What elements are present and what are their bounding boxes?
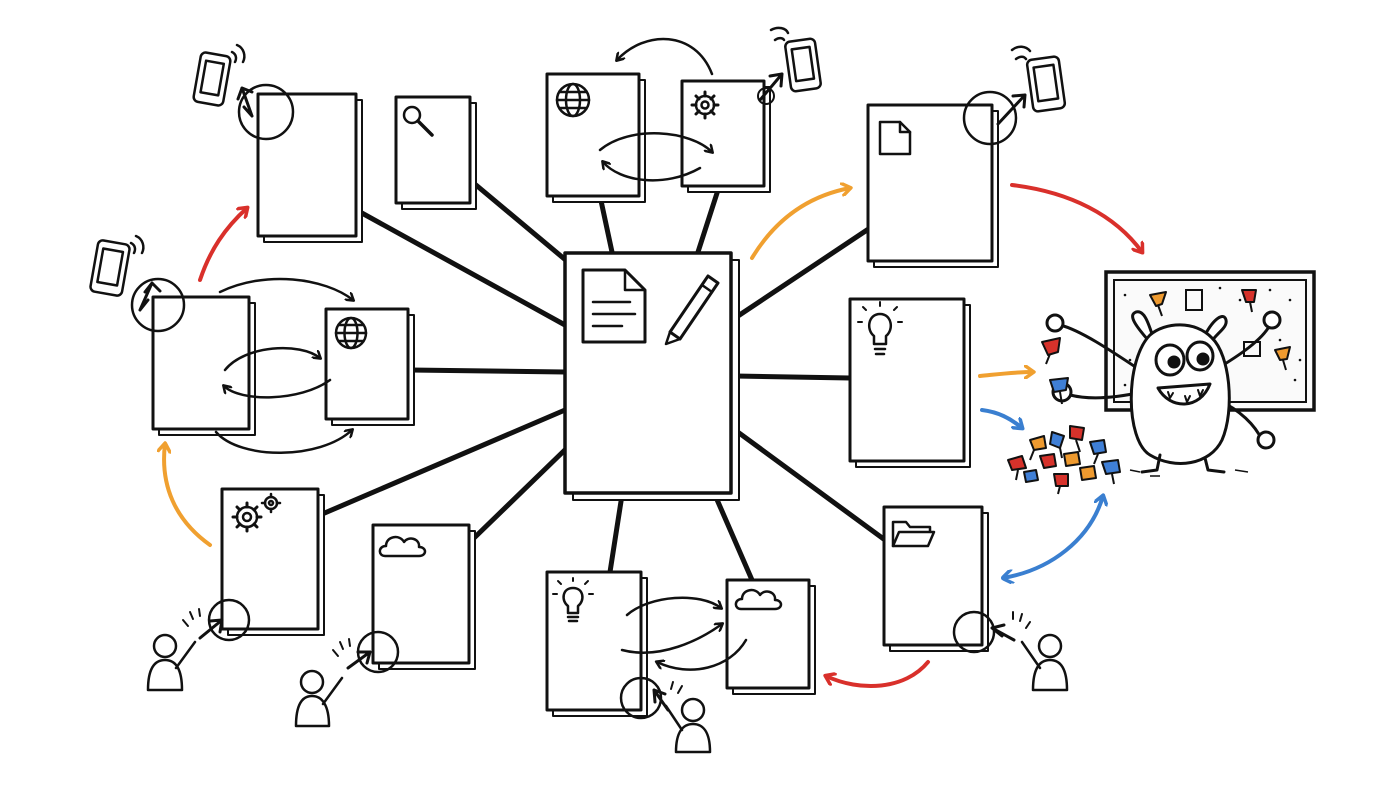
hub-link (712, 492, 755, 583)
orange-arrow (978, 372, 1033, 376)
pages (151, 72, 999, 717)
orange-arrow (164, 444, 212, 547)
page-globe-left[interactable] (324, 307, 415, 426)
sync-arrow (625, 596, 721, 617)
hub-link (357, 209, 568, 328)
pushpin-icon (1241, 289, 1257, 313)
red-arrow (198, 208, 247, 282)
hub-link (597, 193, 615, 255)
folder-icon (891, 520, 936, 548)
phone-icon[interactable] (962, 45, 1067, 146)
cloud-icon (734, 588, 783, 611)
page-file-right[interactable] (866, 103, 999, 268)
magnifier-icon (402, 105, 434, 137)
hub-link (607, 492, 625, 575)
hub-links (317, 177, 888, 583)
page-globe-top[interactable] (545, 72, 646, 203)
page-cloud-bottom-2[interactable] (725, 578, 816, 695)
page-cloud-bottom[interactable] (371, 523, 476, 670)
gears-icon (231, 492, 282, 533)
page-gears-bottom-left[interactable] (220, 487, 325, 636)
sync-arrow (224, 378, 332, 399)
page-bulb-bottom[interactable] (545, 570, 648, 717)
file-icon (878, 120, 912, 156)
hub-link (732, 373, 853, 381)
page-gear-top[interactable] (680, 79, 771, 193)
gear-icon (690, 90, 720, 120)
users (146, 598, 1069, 754)
blue-arrow (980, 408, 1022, 428)
phone-icon[interactable] (192, 43, 295, 141)
orange-arrow (750, 188, 850, 260)
page-search[interactable] (394, 95, 477, 210)
hub-link (732, 427, 888, 543)
pushpin-icon (1149, 291, 1167, 317)
globe-icon (334, 316, 368, 350)
hub-link (317, 407, 568, 518)
page-folder-bottom-right[interactable] (882, 505, 989, 652)
pen-icon (664, 274, 720, 346)
devices (89, 26, 1067, 333)
flow-arrows (164, 183, 1142, 688)
sync-arrow (617, 37, 714, 76)
hub-link (732, 225, 873, 321)
sync-arrow (603, 162, 702, 182)
sync-arrows (214, 37, 748, 671)
user-icon (146, 598, 251, 692)
cloud-icon (378, 535, 427, 558)
globe-icon (555, 82, 591, 118)
sync-arrow (223, 346, 320, 372)
sync-arrow (598, 132, 712, 152)
lightbulb-icon (552, 577, 594, 623)
user-icon (952, 610, 1069, 692)
red-arrow (1010, 183, 1142, 252)
hub-link (407, 367, 568, 375)
page-left-mid[interactable] (151, 295, 256, 436)
sync-arrow (657, 638, 748, 671)
pushpins (1007, 289, 1291, 495)
blue-arrow (1003, 496, 1103, 578)
phone-icon[interactable] (757, 26, 822, 105)
sync-arrow (620, 624, 722, 654)
page-bulb-right[interactable] (848, 297, 971, 468)
sync-arrow (218, 277, 353, 300)
phone-icon[interactable] (89, 234, 186, 333)
pushpin-icon (1049, 377, 1069, 405)
hub-link (467, 177, 583, 275)
pushpin-icon (1041, 337, 1061, 365)
user-icon (294, 630, 400, 728)
page-top-left[interactable] (256, 92, 363, 243)
sync-arrow (214, 430, 352, 454)
hub-link (469, 442, 573, 543)
red-arrow (826, 660, 930, 688)
pushpin-icon (1274, 346, 1291, 371)
pushpin-pile (1007, 425, 1121, 495)
page-icons (231, 82, 936, 623)
hub-link (695, 187, 721, 255)
document-icon (581, 268, 647, 344)
monster-icon (1045, 310, 1282, 474)
user-icon (619, 676, 712, 754)
lightbulb-icon (857, 301, 903, 356)
